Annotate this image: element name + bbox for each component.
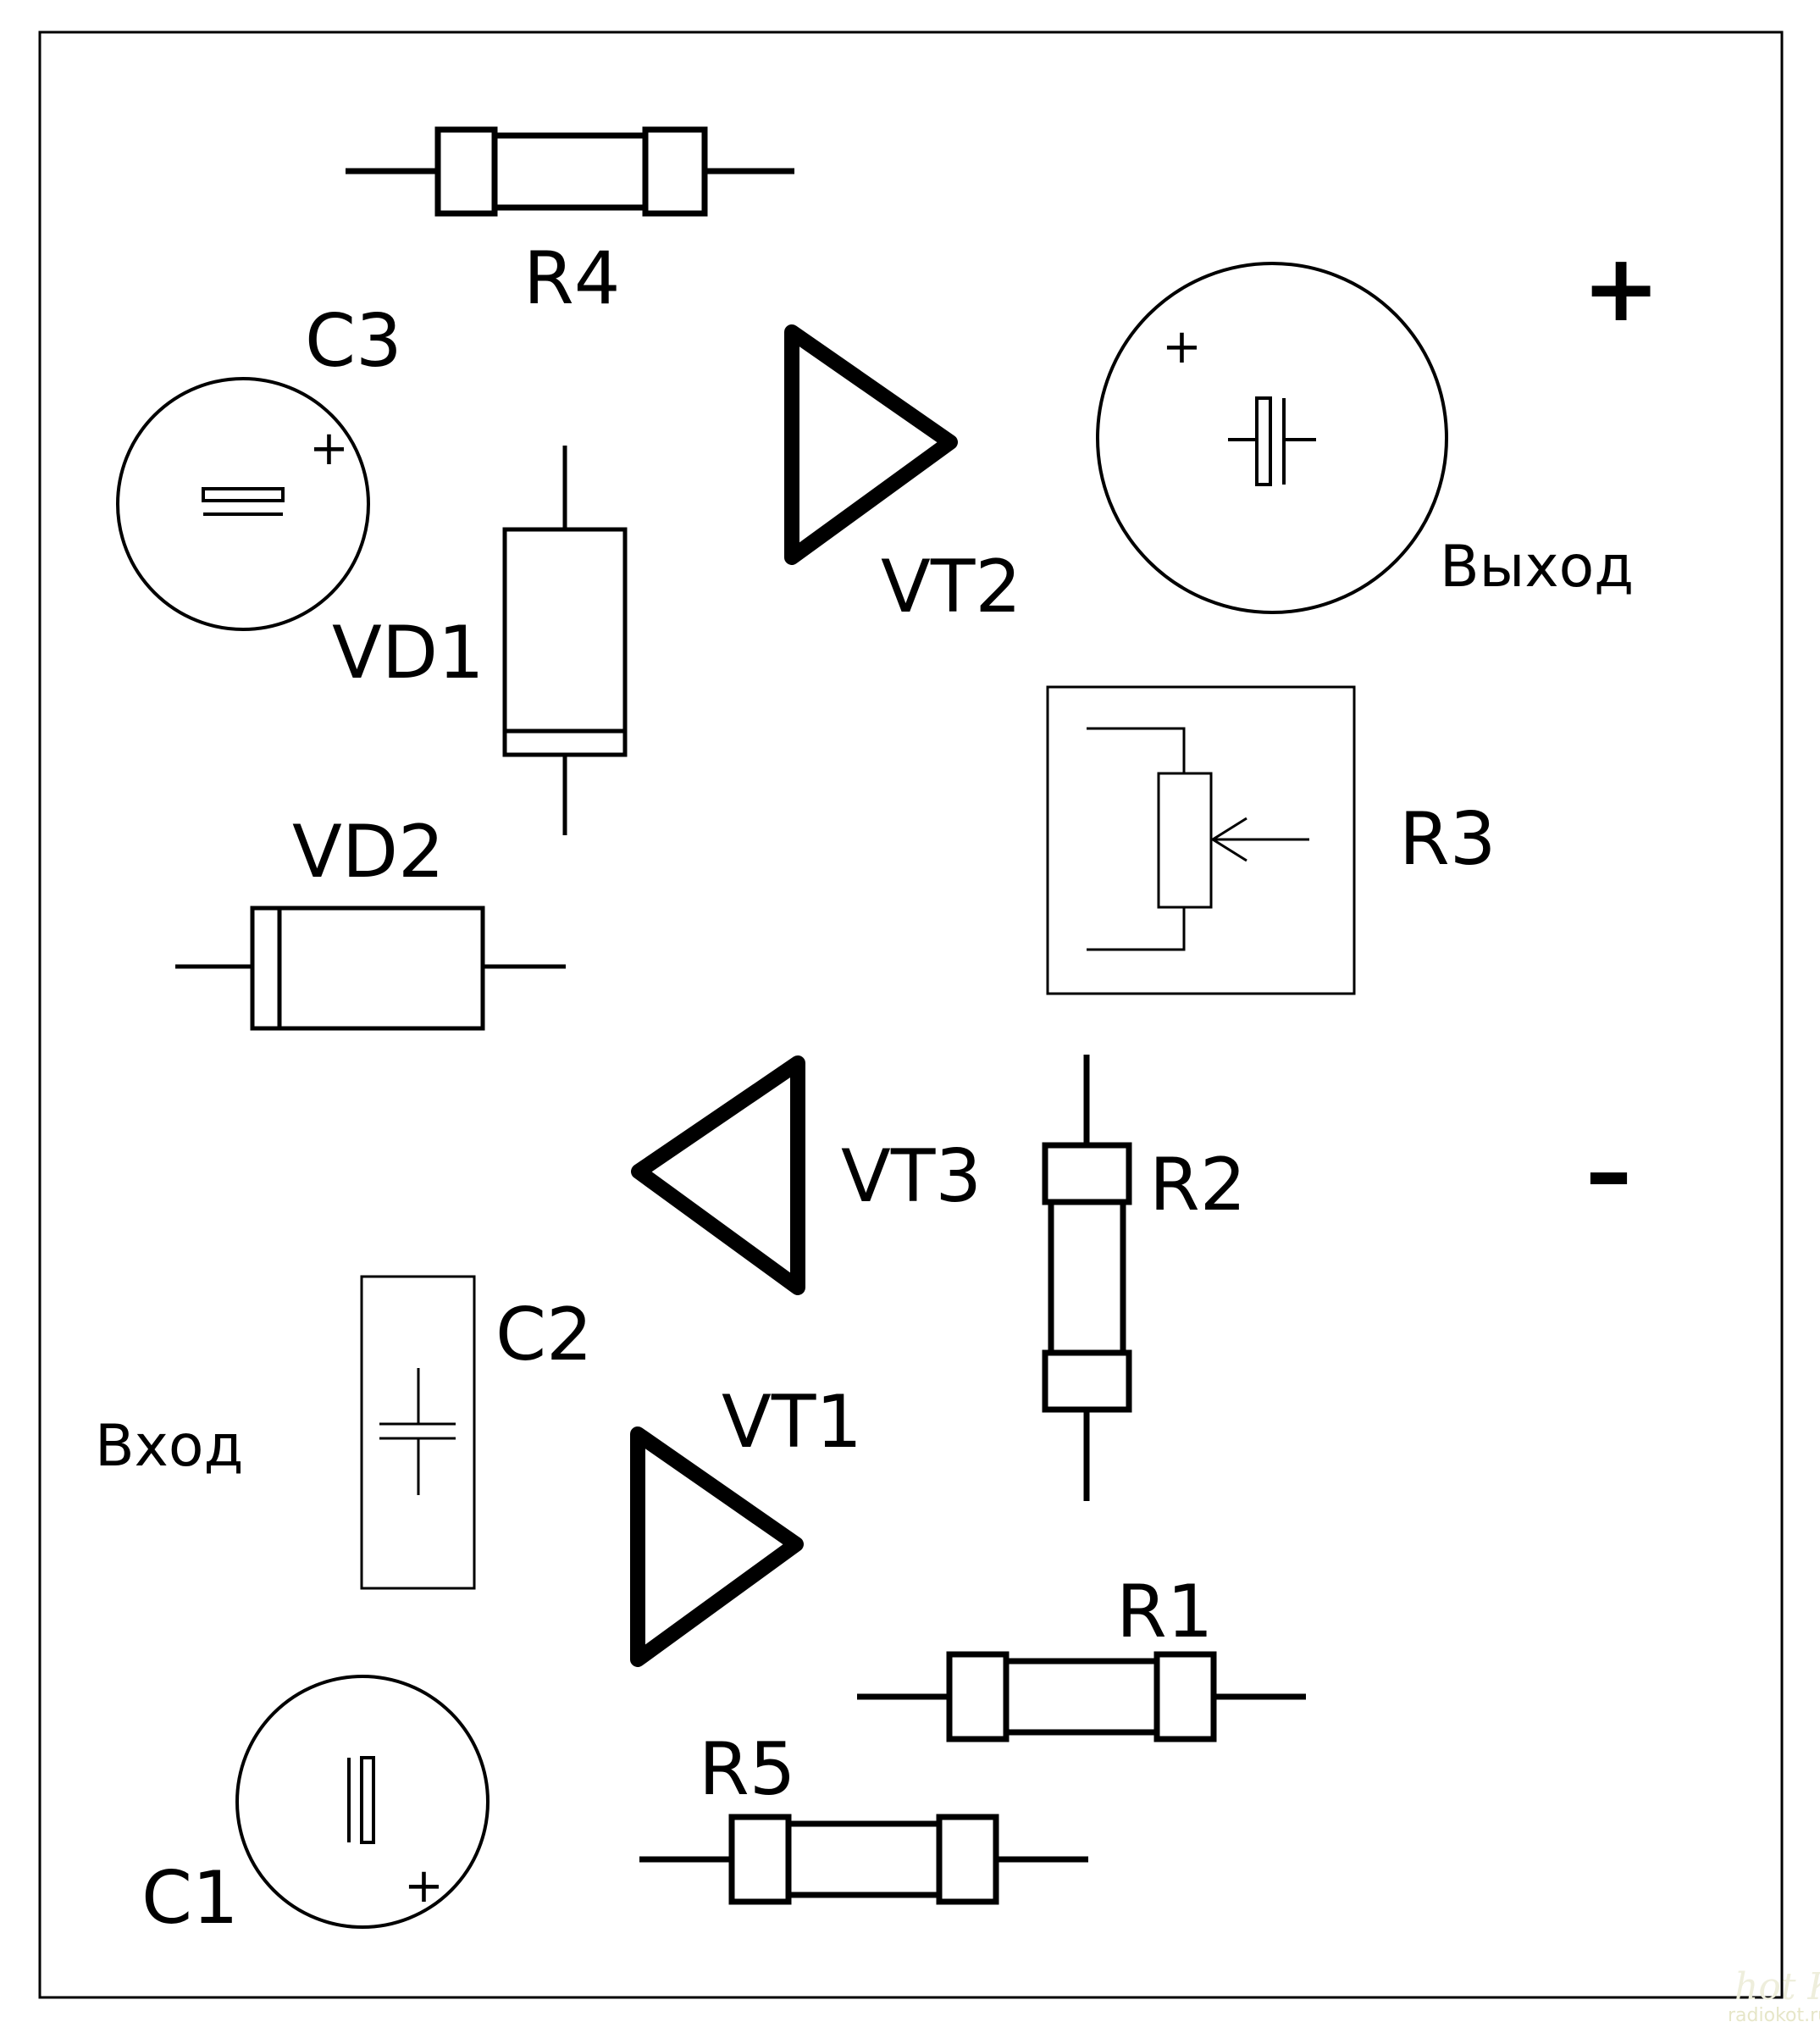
label-r1: R1 xyxy=(1116,1570,1213,1654)
potentiometer-r3 xyxy=(1046,685,1356,995)
transistor-vt1 xyxy=(630,1426,804,1667)
label-vt1: VT1 xyxy=(722,1380,862,1465)
transistor-vt2 xyxy=(784,324,958,565)
label-c3: C3 xyxy=(305,299,402,384)
board-outline xyxy=(38,30,1784,1999)
label-r3: R3 xyxy=(1399,797,1496,882)
label-output: Выход xyxy=(1440,534,1634,601)
c3-plus-mark: + xyxy=(309,421,349,476)
capacitor-c3 xyxy=(116,377,370,631)
watermark: hot КОТ radiokot.ru xyxy=(1728,1965,1820,2026)
label-c2: C2 xyxy=(495,1293,593,1377)
capacitor-output xyxy=(1096,262,1448,614)
supply-plus-terminal: + xyxy=(1582,234,1660,342)
resistor-r2 xyxy=(1042,1055,1132,1501)
capacitor-c2 xyxy=(360,1275,476,1590)
label-r5: R5 xyxy=(699,1727,795,1812)
resistor-r4 xyxy=(346,126,794,217)
output-cap-plus-mark: + xyxy=(1162,319,1202,374)
label-vt3: VT3 xyxy=(841,1134,982,1219)
capacitor-c1 xyxy=(235,1675,490,1929)
label-vt2: VT2 xyxy=(881,545,1021,629)
diode-vd2 xyxy=(175,906,566,1031)
label-input: Вход xyxy=(95,1413,244,1480)
label-r2: R2 xyxy=(1149,1143,1246,1227)
label-vd1: VD1 xyxy=(332,611,484,695)
resistor-r1 xyxy=(857,1651,1306,1742)
label-vd2: VD2 xyxy=(292,810,445,895)
watermark-site: radiokot.ru xyxy=(1728,2005,1820,2026)
label-c1: C1 xyxy=(141,1856,239,1941)
watermark-logo: hot КОТ xyxy=(1734,1965,1820,2008)
supply-minus-terminal: – xyxy=(1585,1117,1632,1226)
transistor-vt3 xyxy=(631,1055,805,1295)
label-r4: R4 xyxy=(523,236,620,321)
resistor-r5 xyxy=(639,1814,1088,1905)
diode-vd1 xyxy=(502,446,628,835)
c1-plus-mark: + xyxy=(404,1859,444,1914)
